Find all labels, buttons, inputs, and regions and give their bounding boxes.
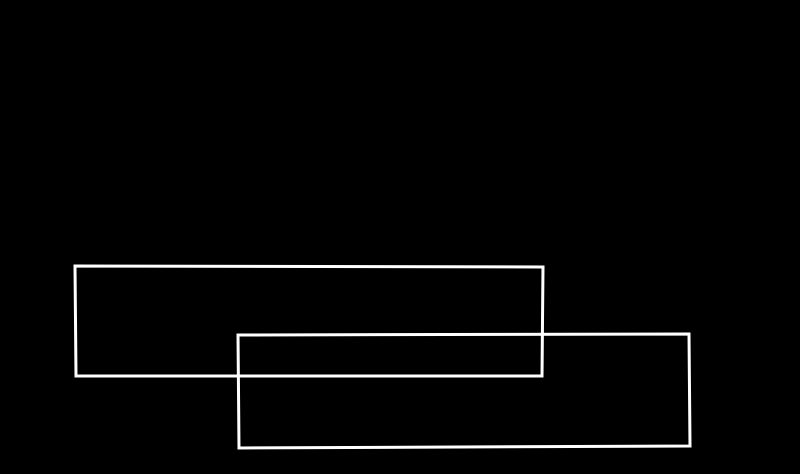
outline-rectangle-upper-left <box>73 264 545 378</box>
outline-rectangle-lower-right <box>236 332 692 450</box>
